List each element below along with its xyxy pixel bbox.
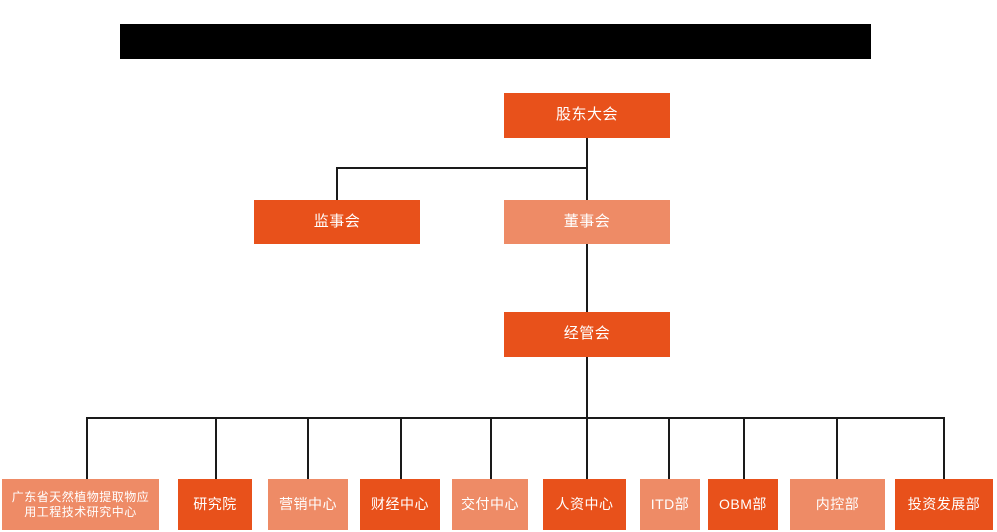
connector-shareholders-down: [586, 137, 588, 168]
node-obm-label: OBM部: [719, 495, 767, 512]
connector-drop-investment: [943, 417, 945, 479]
connector-drop-institute: [215, 417, 217, 479]
node-investment-label: 投资发展部: [907, 495, 981, 512]
node-delivery-label: 交付中心: [461, 495, 519, 512]
node-institute-label: 研究院: [193, 495, 237, 512]
node-itd[interactable]: ITD部: [640, 479, 700, 530]
node-internal-control-label: 内控部: [815, 495, 860, 512]
node-shareholders[interactable]: 股东大会: [504, 93, 670, 138]
node-hr[interactable]: 人资中心: [543, 479, 626, 530]
node-supervisors[interactable]: 监事会: [254, 200, 420, 244]
node-research-center-label: 广东省天然植物提取物应 用工程技术研究中心: [11, 489, 150, 519]
connector-bus-level4: [86, 417, 944, 419]
redacted-title-bar: [120, 24, 871, 59]
node-marketing[interactable]: 营销中心: [268, 479, 348, 530]
node-institute[interactable]: 研究院: [178, 479, 252, 530]
connector-directors-management: [586, 243, 588, 312]
node-marketing-label: 营销中心: [279, 495, 337, 512]
node-finance[interactable]: 财经中心: [360, 479, 440, 530]
connector-management-down: [586, 356, 588, 418]
node-research-center[interactable]: 广东省天然植物提取物应 用工程技术研究中心: [2, 479, 159, 530]
node-shareholders-label: 股东大会: [555, 106, 618, 124]
node-directors[interactable]: 董事会: [504, 200, 670, 244]
connector-drop-delivery: [490, 417, 492, 479]
connector-supervisors-drop: [336, 167, 338, 201]
node-obm[interactable]: OBM部: [708, 479, 778, 530]
connector-drop-finance: [400, 417, 402, 479]
node-investment[interactable]: 投资发展部: [895, 479, 993, 530]
connector-drop-internal-control: [836, 417, 838, 479]
node-management[interactable]: 经管会: [504, 312, 670, 357]
connector-directors-drop: [586, 167, 588, 201]
node-finance-label: 财经中心: [371, 495, 429, 512]
connector-drop-hr: [586, 417, 588, 479]
connector-drop-obm: [743, 417, 745, 479]
node-itd-label: ITD部: [650, 495, 690, 512]
node-internal-control[interactable]: 内控部: [790, 479, 885, 530]
node-hr-label: 人资中心: [555, 495, 614, 512]
connector-drop-itd: [668, 417, 670, 479]
node-directors-label: 董事会: [563, 212, 611, 230]
connector-drop-research-center: [86, 417, 88, 479]
node-management-label: 经管会: [563, 325, 611, 343]
connector-bus-level2: [336, 167, 588, 169]
node-supervisors-label: 监事会: [313, 212, 361, 230]
node-delivery[interactable]: 交付中心: [452, 479, 528, 530]
connector-drop-marketing: [307, 417, 309, 479]
